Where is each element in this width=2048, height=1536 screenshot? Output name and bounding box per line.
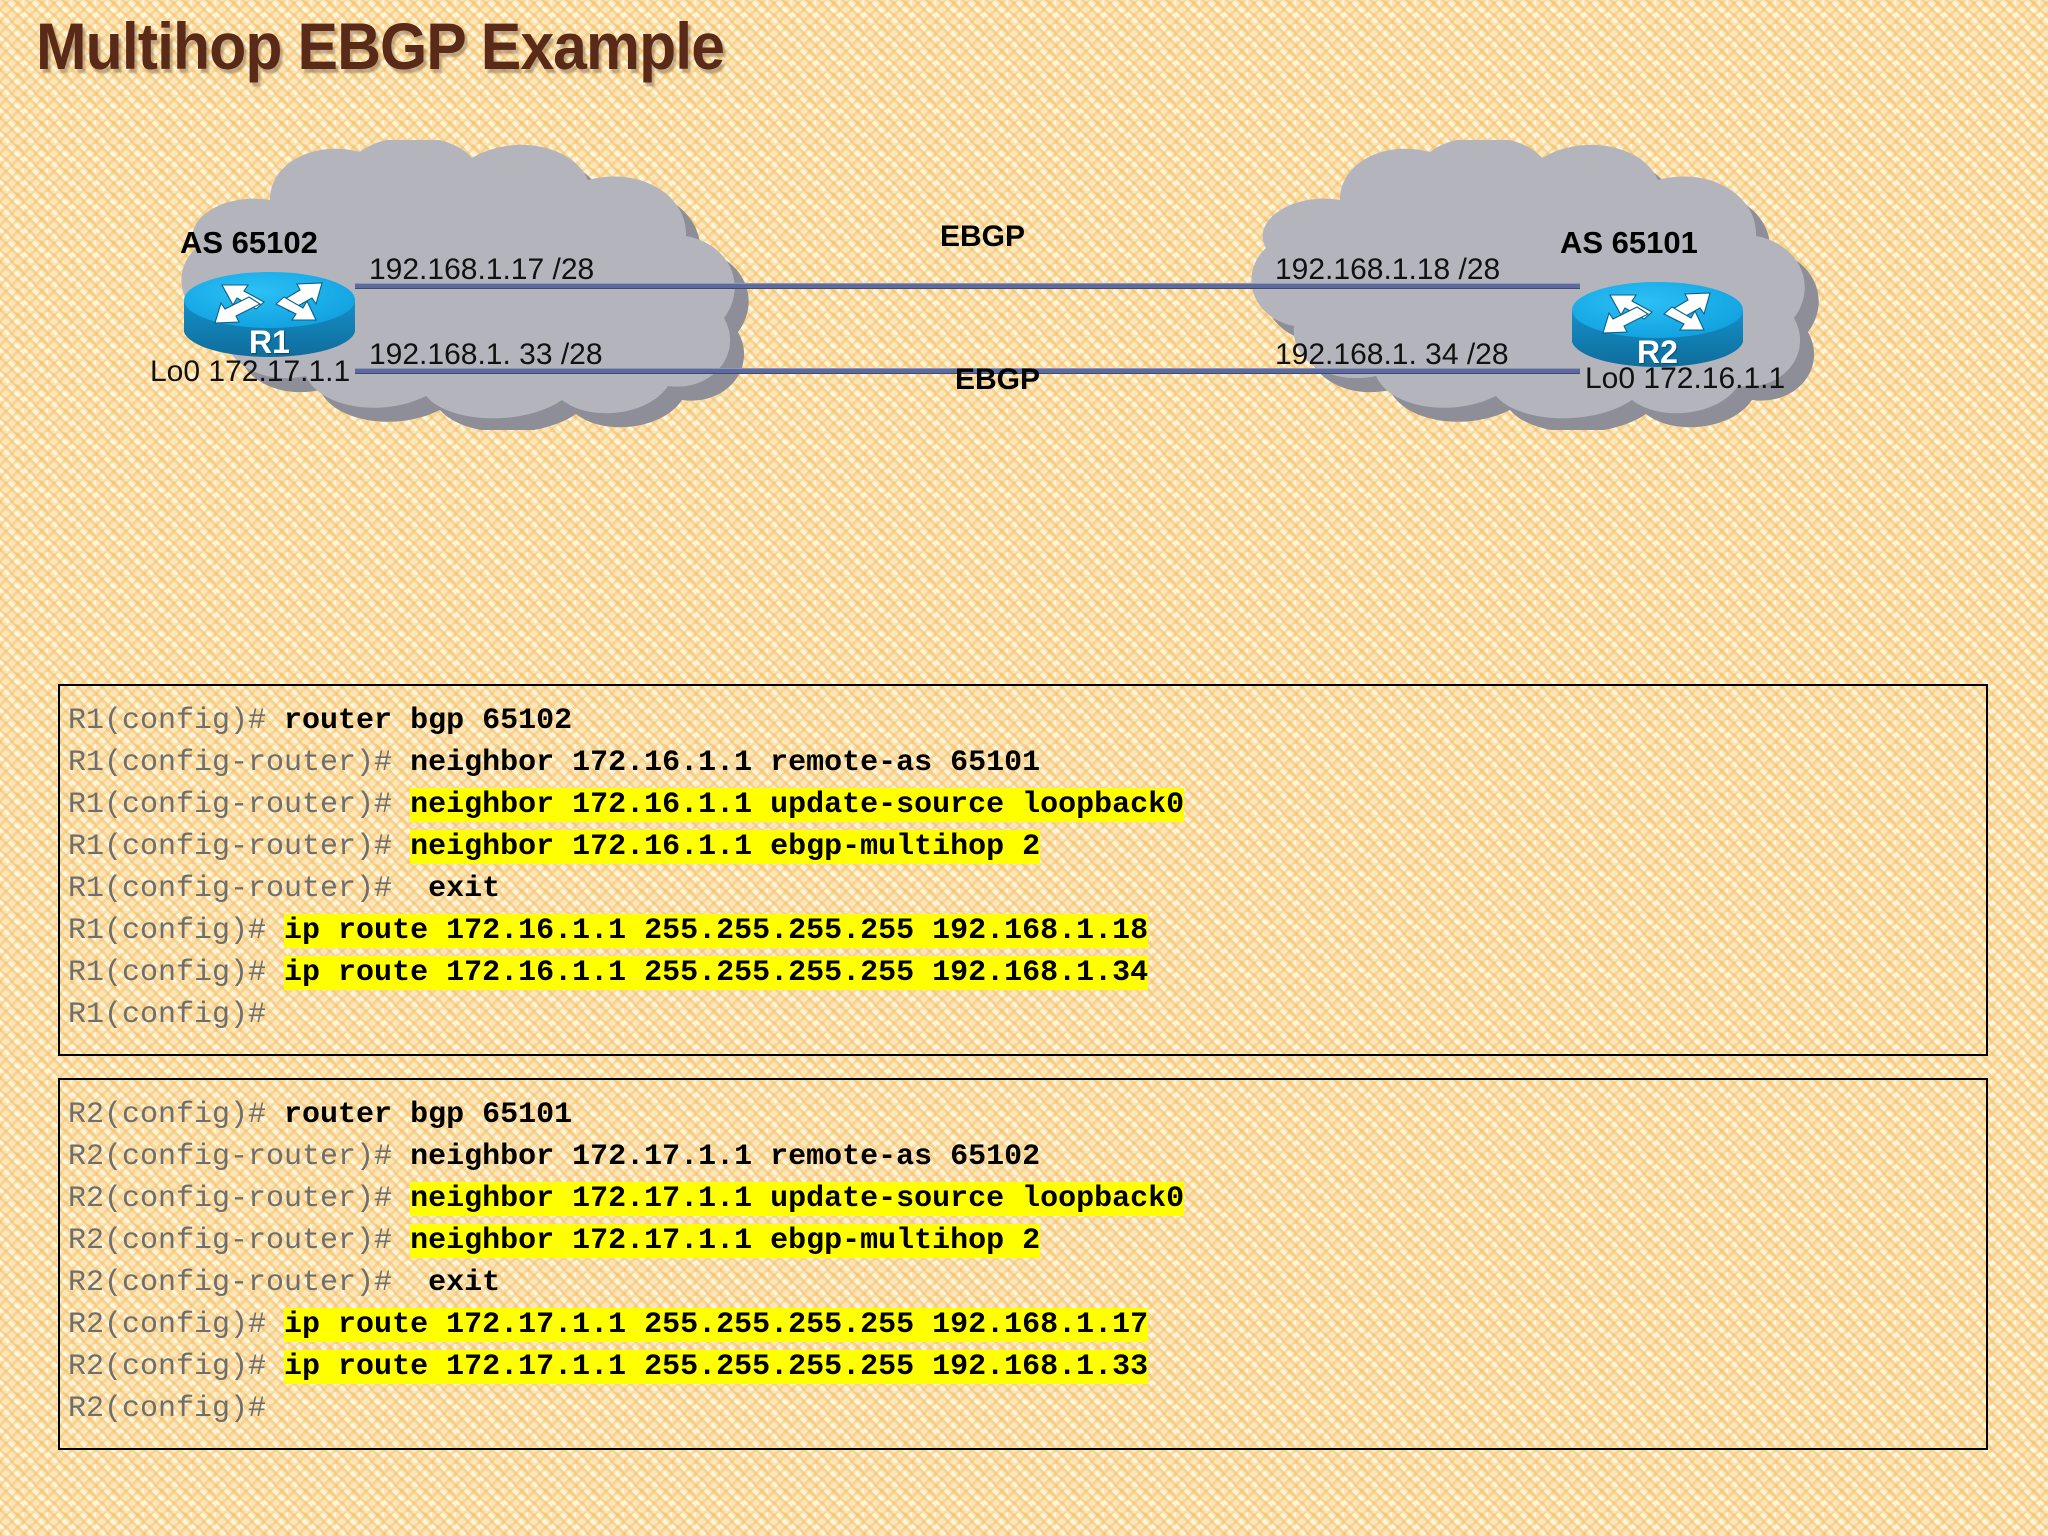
config-line: R1(config)# [68, 994, 1986, 1036]
config-prompt: R2(config)# [68, 1392, 267, 1426]
config-line: R1(config)# ip route 172.16.1.1 255.255.… [68, 910, 1986, 952]
config-line: R1(config-router)# neighbor 172.16.1.1 r… [68, 742, 1986, 784]
interface-label-right-bottom: 192.168.1. 34 /28 [1275, 338, 1509, 371]
page-title: Multihop EBGP Example [36, 9, 725, 83]
loopback-label-right: Lo0 172.16.1.1 [1585, 362, 1786, 395]
as-label-left: AS 65102 [180, 225, 318, 260]
config-prompt: R1(config)# [68, 704, 285, 738]
config-prompt: R2(config-router)# [68, 1140, 411, 1174]
config-prompt: R2(config-router)# [68, 1182, 411, 1216]
config-line: R1(config-router)# exit [68, 868, 1986, 910]
router-icon-r2 [1572, 282, 1743, 367]
config-prompt: R1(config)# [68, 956, 285, 990]
config-line: R2(config-router)# neighbor 172.17.1.1 r… [68, 1136, 1986, 1178]
config-command: neighbor 172.17.1.1 remote-as 65102 [410, 1140, 1041, 1174]
config-command: neighbor 172.16.1.1 remote-as 65101 [410, 746, 1041, 780]
cloud-as-65101: AS 65101 [1190, 140, 1930, 430]
config-command-highlighted: neighbor 172.17.1.1 ebgp-multihop 2 [410, 1224, 1041, 1258]
router-r1[interactable]: R1 [182, 270, 357, 360]
config-line: R1(config-router)# neighbor 172.16.1.1 e… [68, 826, 1986, 868]
config-command: router bgp 65101 [284, 1098, 573, 1132]
config-prompt: R2(config-router)# [68, 1224, 411, 1258]
config-prompt: R2(config)# [68, 1308, 285, 1342]
config-prompt: R2(config-router)# [68, 1266, 411, 1300]
config-line: R1(config-router)# neighbor 172.16.1.1 u… [68, 784, 1986, 826]
config-line: R1(config)# ip route 172.16.1.1 255.255.… [68, 952, 1986, 994]
ebgp-label-top: EBGP [940, 220, 1026, 253]
config-prompt: R1(config-router)# [68, 788, 411, 822]
config-prompt: R1(config-router)# [68, 872, 411, 906]
config-prompt: R1(config-router)# [68, 830, 411, 864]
config-line: R2(config)# router bgp 65101 [68, 1094, 1986, 1136]
config-line: R2(config)# ip route 172.17.1.1 255.255.… [68, 1304, 1986, 1346]
ebgp-link-bottom [355, 368, 1580, 374]
config-prompt: R2(config)# [68, 1350, 285, 1384]
interface-label-left-top: 192.168.1.17 /28 [369, 253, 595, 286]
config-command-highlighted: ip route 172.17.1.1 255.255.255.255 192.… [284, 1308, 1149, 1342]
config-line: R2(config-router)# neighbor 172.17.1.1 u… [68, 1178, 1986, 1220]
config-line: R1(config)# router bgp 65102 [68, 700, 1986, 742]
config-prompt: R1(config)# [68, 914, 285, 948]
config-command-highlighted: ip route 172.17.1.1 255.255.255.255 192.… [284, 1350, 1149, 1384]
network-topology-diagram: AS 65102 [0, 120, 2048, 550]
ebgp-link-top [355, 283, 1580, 289]
config-prompt: R1(config)# [68, 998, 267, 1032]
cloud-shape-left [181, 140, 749, 430]
config-command-highlighted: neighbor 172.16.1.1 ebgp-multihop 2 [410, 830, 1041, 864]
config-command-highlighted: ip route 172.16.1.1 255.255.255.255 192.… [284, 956, 1149, 990]
config-command: router bgp 65102 [284, 704, 573, 738]
loopback-label-left: Lo0 172.17.1.1 [150, 355, 351, 388]
router-r2[interactable]: R2 [1570, 280, 1745, 370]
config-line: R2(config-router)# exit [68, 1262, 1986, 1304]
config-line: R2(config)# ip route 172.17.1.1 255.255.… [68, 1346, 1986, 1388]
config-line: R2(config)# [68, 1388, 1986, 1430]
config-prompt: R1(config-router)# [68, 746, 411, 780]
config-command: exit [410, 872, 501, 906]
config-command: exit [410, 1266, 501, 1300]
config-command-highlighted: neighbor 172.16.1.1 update-source loopba… [410, 788, 1185, 822]
ebgp-label-bottom: EBGP [955, 363, 1041, 396]
cloud-as-65102: AS 65102 [120, 140, 860, 430]
config-command-highlighted: neighbor 172.17.1.1 update-source loopba… [410, 1182, 1185, 1216]
config-command-highlighted: ip route 172.16.1.1 255.255.255.255 192.… [284, 914, 1149, 948]
config-line: R2(config-router)# neighbor 172.17.1.1 e… [68, 1220, 1986, 1262]
interface-label-left-bottom: 192.168.1. 33 /28 [369, 338, 603, 371]
config-prompt: R2(config)# [68, 1098, 285, 1132]
router-icon-r1 [184, 272, 355, 357]
interface-label-right-top: 192.168.1.18 /28 [1275, 253, 1501, 286]
as-label-right: AS 65101 [1560, 225, 1698, 260]
